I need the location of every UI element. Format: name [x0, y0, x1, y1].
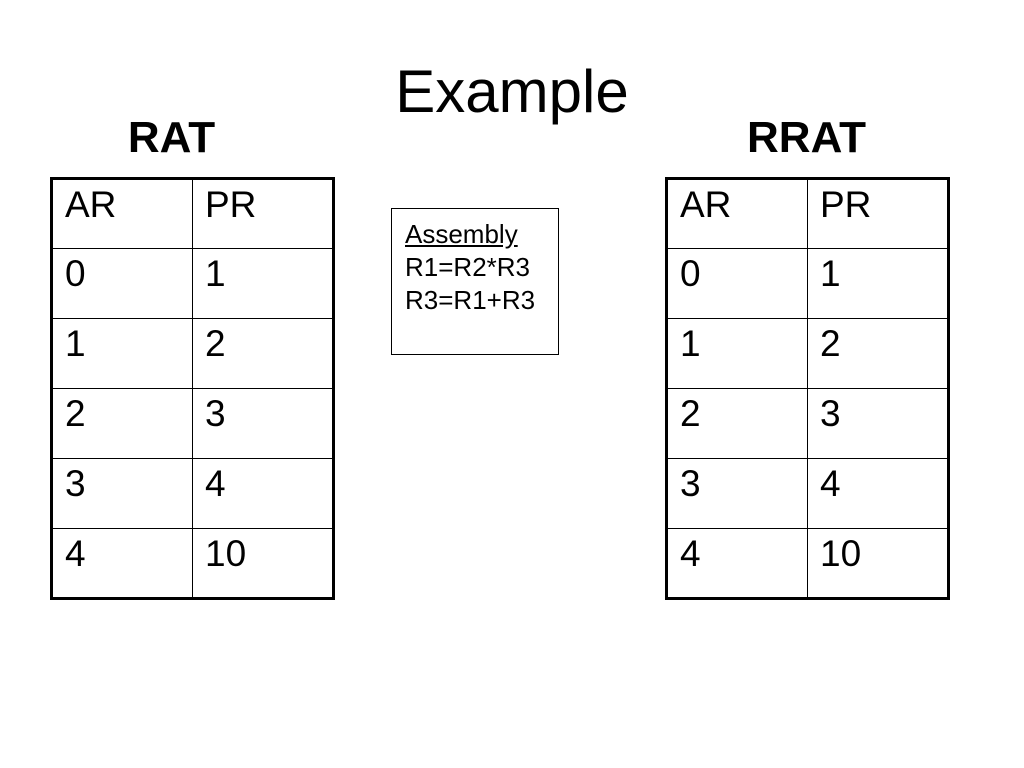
cell-ar: 3 — [666, 458, 808, 529]
assembly-box: Assembly R1=R2*R3 R3=R1+R3 — [391, 208, 559, 355]
table-row: 3 4 — [51, 458, 334, 529]
table-row: 1 2 — [51, 318, 334, 389]
table-row: 2 3 — [51, 388, 334, 459]
cell-ar: 4 — [51, 528, 193, 599]
left-table-caption: RAT — [127, 113, 216, 162]
table-row: 2 3 — [666, 388, 949, 459]
cell-ar: 1 — [51, 318, 193, 389]
cell-ar: 2 — [666, 388, 808, 459]
column-header-pr: PR — [807, 178, 949, 249]
cell-pr: 4 — [807, 458, 949, 529]
cell-ar: 2 — [51, 388, 193, 459]
cell-ar: 0 — [51, 248, 193, 319]
column-header-pr: PR — [192, 178, 334, 249]
cell-pr: 2 — [807, 318, 949, 389]
table-row: 1 2 — [666, 318, 949, 389]
rat-table: AR PR 0 1 1 2 2 3 3 4 4 10 — [50, 177, 335, 600]
slide-title: Example — [395, 58, 629, 125]
cell-pr: 10 — [192, 528, 334, 599]
cell-pr: 3 — [807, 388, 949, 459]
cell-ar: 1 — [666, 318, 808, 389]
cell-pr: 4 — [192, 458, 334, 529]
assembly-code-line: R1=R2*R3 — [405, 252, 531, 282]
cell-ar: 0 — [666, 248, 808, 319]
table-row: 4 10 — [51, 528, 334, 599]
cell-pr: 3 — [192, 388, 334, 459]
column-header-ar: AR — [51, 178, 193, 249]
cell-pr: 10 — [807, 528, 949, 599]
assembly-heading: Assembly — [405, 219, 518, 249]
cell-pr: 1 — [807, 248, 949, 319]
rrat-table: AR PR 0 1 1 2 2 3 3 4 4 10 — [665, 177, 950, 600]
column-header-ar: AR — [666, 178, 808, 249]
cell-pr: 1 — [192, 248, 334, 319]
cell-pr: 2 — [192, 318, 334, 389]
table-row: 3 4 — [666, 458, 949, 529]
table-row: 0 1 — [51, 248, 334, 319]
table-row: 0 1 — [666, 248, 949, 319]
cell-ar: 4 — [666, 528, 808, 599]
right-table-caption: RRAT — [747, 113, 866, 162]
table-header-row: AR PR — [51, 178, 334, 249]
table-header-row: AR PR — [666, 178, 949, 249]
assembly-code-line: R3=R1+R3 — [405, 285, 536, 315]
cell-ar: 3 — [51, 458, 193, 529]
table-row: 4 10 — [666, 528, 949, 599]
